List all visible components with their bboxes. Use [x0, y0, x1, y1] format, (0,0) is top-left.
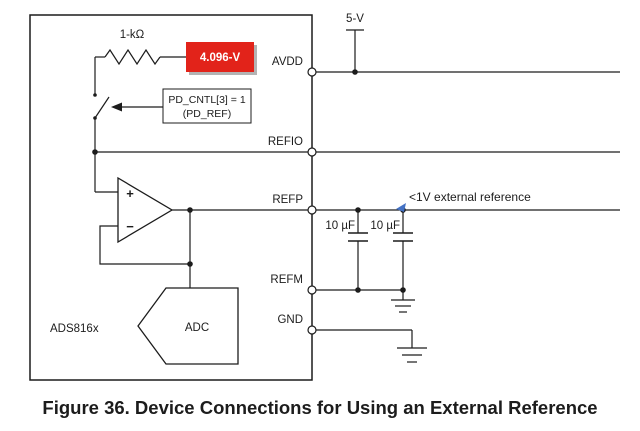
pin-refio-label: REFIO	[268, 136, 303, 148]
opamp-minus-sign: −	[126, 219, 134, 234]
switch-terminal-top	[93, 93, 97, 97]
cap1-label: 10 µF	[325, 220, 355, 232]
pd-ref-switch: PD_CNTL[3] = 1 (PD_REF)	[93, 57, 252, 192]
pin-refm: REFM	[270, 274, 403, 295]
device-label: ADS816x	[50, 323, 99, 335]
pin-avdd-label: AVDD	[272, 56, 303, 68]
pin-gnd: GND	[277, 314, 412, 335]
refp-capacitor-1: 10 µF	[325, 207, 368, 293]
pin-avdd: AVDD	[272, 56, 620, 77]
reference-buffer-opamp: + −	[95, 176, 308, 288]
resistor-label: 1-kΩ	[120, 29, 145, 41]
figure-caption: Figure 36. Device Connections for Using …	[42, 397, 597, 418]
cap2-label: 10 µF	[370, 220, 400, 232]
refp-capacitor-2: 10 µF	[370, 207, 413, 293]
annotation-text: <1V external reference	[409, 190, 531, 204]
switch-blade-icon	[94, 96, 110, 119]
annotation-arrowhead-icon	[396, 203, 406, 212]
gnd-pin-ground	[397, 330, 427, 363]
reference-voltage-label: 4.096-V	[200, 52, 241, 64]
pin-refm-circle	[307, 285, 317, 295]
pd-control-box	[162, 88, 252, 124]
reference-box	[186, 42, 254, 72]
external-reference-annotation: <1V external reference	[396, 190, 531, 212]
pd-control-line2: (PD_REF)	[183, 108, 231, 120]
pin-refp-circle	[307, 205, 317, 215]
pin-refp: REFP	[272, 194, 620, 215]
pin-refp-label: REFP	[272, 194, 303, 206]
pin-gnd-label: GND	[277, 314, 303, 326]
internal-reference-branch: 1-kΩ 4.096-V	[95, 29, 257, 75]
pin-refm-label: REFM	[270, 274, 303, 286]
supply-5v: 5-V	[346, 13, 364, 75]
pd-control-arrowhead-icon	[111, 102, 122, 112]
junction-dot	[92, 149, 98, 155]
pin-avdd-circle	[307, 67, 317, 77]
adc-block: ADC	[137, 287, 239, 365]
opamp-feedback-wire	[99, 210, 191, 265]
refm-ground	[391, 290, 415, 313]
pd-control-line1: PD_CNTL[3] = 1	[168, 94, 245, 106]
junction-dot	[352, 69, 358, 75]
junction-dot	[187, 207, 193, 213]
adc-pentagon-icon	[137, 287, 239, 365]
supply-label: 5-V	[346, 13, 364, 25]
opamp-plus-sign: +	[126, 186, 134, 201]
device-outline	[29, 14, 313, 381]
pin-gnd-circle	[307, 325, 317, 335]
pin-refio-circle	[307, 147, 317, 157]
resistor-zigzag-icon	[104, 48, 161, 66]
adc-label: ADC	[185, 322, 209, 334]
junction-dot	[355, 287, 361, 293]
pin-refio: REFIO	[268, 136, 620, 157]
opamp-triangle-icon	[117, 176, 174, 244]
